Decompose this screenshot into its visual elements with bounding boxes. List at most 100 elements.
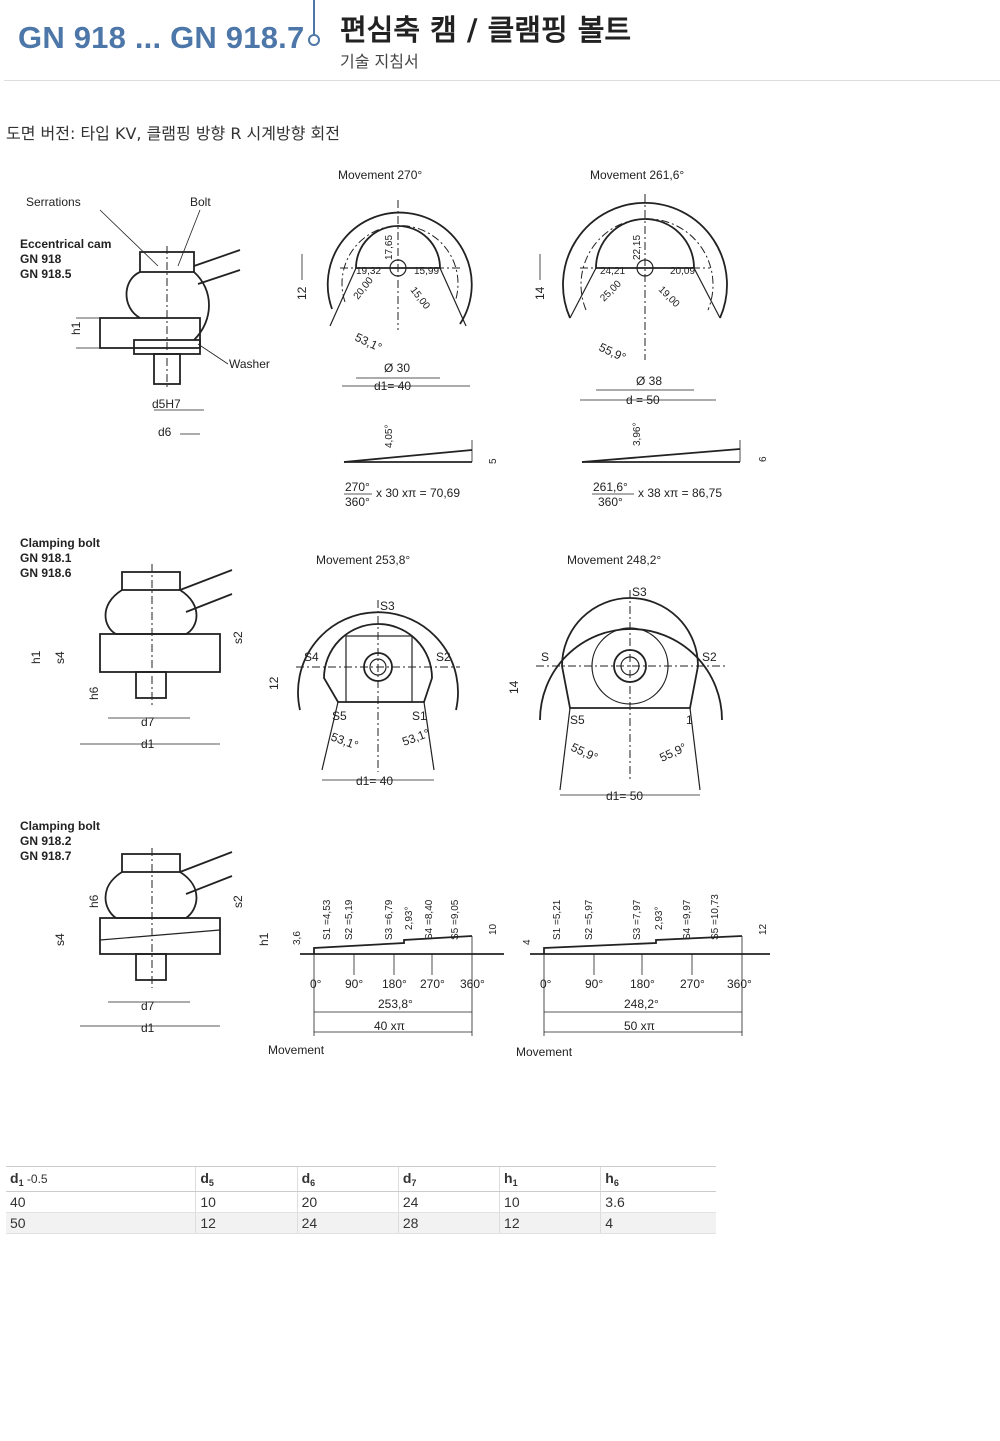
svg-text:GN 918.7: GN 918.7 [20, 849, 72, 863]
svg-text:360°: 360° [460, 977, 485, 991]
svg-text:2,93°: 2,93° [404, 907, 415, 930]
section-eccentric-cam: Serrations Bolt Eccentrical cam GN 918 G… [20, 168, 769, 509]
bolt-side-view-1: h1 s4 s2 h6 d7 d1 [29, 564, 245, 751]
table-header-row: d1 -0.5 d5 d6 d7 h1 h6 [6, 1166, 716, 1192]
svg-text:Clamping bolt: Clamping bolt [20, 819, 100, 833]
svg-text:h1: h1 [29, 650, 43, 664]
svg-text:d7: d7 [141, 715, 155, 729]
table-cell: 24 [397, 1191, 500, 1213]
svg-text:S2: S2 [702, 650, 717, 664]
svg-text:14: 14 [507, 680, 521, 694]
svg-text:22,15: 22,15 [632, 235, 643, 260]
col-h1: h1 [499, 1166, 601, 1192]
table-cell: 28 [397, 1212, 500, 1234]
svg-text:S5 =10,73: S5 =10,73 [710, 894, 721, 940]
svg-text:S5: S5 [332, 709, 347, 723]
col-h6: h6 [600, 1166, 716, 1192]
cam-top-view-261: Movement 261,6° 22,15 24,21 20,09 25,00 … [533, 168, 728, 407]
svg-text:S4 =8,40: S4 =8,40 [424, 899, 435, 940]
svg-text:180°: 180° [630, 977, 655, 991]
svg-text:S2: S2 [436, 650, 451, 664]
svg-text:Movement 253,8°: Movement 253,8° [316, 553, 410, 567]
movement-270: Movement 270° [338, 168, 422, 182]
svg-text:90°: 90° [585, 977, 603, 991]
svg-text:x 30 xπ = 70,69: x 30 xπ = 70,69 [376, 486, 460, 500]
svg-text:Ø 38: Ø 38 [636, 374, 662, 388]
page-header: GN 918 ... GN 918.7 편심축 캠 / 클램핑 볼트 기술 지침… [0, 0, 1000, 82]
svg-text:S4 =9,97: S4 =9,97 [682, 899, 693, 940]
svg-text:20,00: 20,00 [352, 275, 376, 302]
table-cell: 3.6 [600, 1191, 716, 1213]
svg-text:25,00: 25,00 [598, 278, 624, 304]
svg-text:55,9°: 55,9° [657, 740, 689, 765]
svg-text:S1 =5,21: S1 =5,21 [552, 899, 563, 940]
svg-text:4: 4 [522, 939, 533, 945]
dimension-table: d1 -0.5 d5 d6 d7 h1 h6 40 10 20 24 10 3.… [6, 1166, 716, 1234]
page-title: 편심축 캠 / 클램핑 볼트 [340, 13, 632, 47]
table-cell: 10 [499, 1191, 601, 1213]
svg-text:360°: 360° [727, 977, 752, 991]
svg-text:15,99: 15,99 [414, 266, 439, 277]
svg-text:55,9°: 55,9° [569, 740, 601, 765]
label-h1: h1 [69, 321, 83, 335]
col-d7: d7 [397, 1166, 500, 1192]
svg-text:180°: 180° [382, 977, 407, 991]
svg-text:270°: 270° [345, 480, 370, 494]
bolt-top-view-248: Movement 248,2° S3 S S2 S5 1 14 55,9° 55… [507, 553, 726, 803]
cam-side-view [76, 209, 241, 435]
svg-text:19,32: 19,32 [356, 266, 381, 277]
header-divider-dot [308, 34, 320, 46]
svg-text:Movement 248,2°: Movement 248,2° [567, 553, 661, 567]
svg-text:S1: S1 [412, 709, 427, 723]
svg-text:S2 =5,19: S2 =5,19 [344, 899, 355, 940]
table-cell: 24 [296, 1212, 399, 1234]
svg-text:h6: h6 [87, 894, 101, 908]
svg-text:S5: S5 [570, 713, 585, 727]
svg-text:h6: h6 [87, 686, 101, 700]
page-subtitle: 기술 지침서 [340, 52, 419, 71]
svg-text:12: 12 [295, 286, 309, 300]
col-d1: d1 -0.5 [6, 1166, 196, 1192]
svg-text:20,09: 20,09 [670, 266, 695, 277]
svg-text:GN 918.1: GN 918.1 [20, 551, 72, 565]
label-bolt: Bolt [190, 195, 211, 209]
label-washer: Washer [229, 357, 270, 371]
svg-text:10: 10 [488, 923, 499, 935]
svg-text:d1= 40: d1= 40 [356, 774, 393, 788]
svg-text:Clamping bolt: Clamping bolt [20, 536, 100, 550]
svg-text:S3 =6,79: S3 =6,79 [384, 899, 395, 940]
table-cell: 12 [195, 1212, 298, 1234]
section-clamping-bolt-1: Clamping bolt GN 918.1 GN 918.6 h1 s4 s2… [20, 536, 726, 803]
label-gn918-5: GN 918.5 [20, 267, 72, 281]
svg-text:S4: S4 [304, 650, 319, 664]
svg-text:Movement: Movement [516, 1045, 573, 1059]
svg-text:GN 918.2: GN 918.2 [20, 834, 72, 848]
table-cell: 50 [6, 1212, 196, 1234]
svg-text:14: 14 [533, 286, 547, 300]
table-row: 50 12 24 28 12 4 [6, 1212, 716, 1234]
cam-slope-270: 4,05° 5 270° 360° x 30 xπ = 70,69 [343, 425, 499, 509]
table-cell: 20 [296, 1191, 399, 1213]
table-cell: 10 [195, 1191, 298, 1213]
svg-text:55,9°: 55,9° [597, 340, 629, 365]
svg-text:Movement: Movement [268, 1043, 325, 1057]
bolt-top-view-253: Movement 253,8° S3 S4 S2 S5 S1 12 53,1° … [267, 553, 460, 788]
svg-text:12: 12 [267, 676, 281, 690]
label-eccentrical-cam: Eccentrical cam [20, 237, 111, 251]
svg-text:0°: 0° [540, 977, 552, 991]
label-serrations: Serrations [26, 195, 81, 209]
drawing-caption: 도면 버전: 타입 KV, 클램핑 방향 R 시계방향 회전 [6, 124, 340, 143]
svg-text:50 xπ: 50 xπ [624, 1019, 655, 1033]
label-d5: d5H7 [152, 397, 181, 411]
svg-text:53,1°: 53,1° [353, 330, 385, 355]
section-clamping-bolt-2: Clamping bolt GN 918.2 GN 918.7 h6 s4 s2… [20, 819, 770, 1059]
bolt-side-view-2: h6 s4 s2 h1 d7 d1 [53, 848, 271, 1035]
svg-text:S3 =7,97: S3 =7,97 [632, 899, 643, 940]
col-d6: d6 [296, 1166, 399, 1192]
svg-text:2,93°: 2,93° [654, 907, 665, 930]
cam-top-view-270: Movement 270° 17,65 19,32 15,99 20,00 15… [295, 168, 473, 393]
svg-text:6: 6 [758, 456, 769, 462]
svg-text:d1= 50: d1= 50 [606, 789, 643, 803]
svg-text:53,1°: 53,1° [400, 726, 431, 749]
svg-text:s2: s2 [231, 895, 245, 908]
